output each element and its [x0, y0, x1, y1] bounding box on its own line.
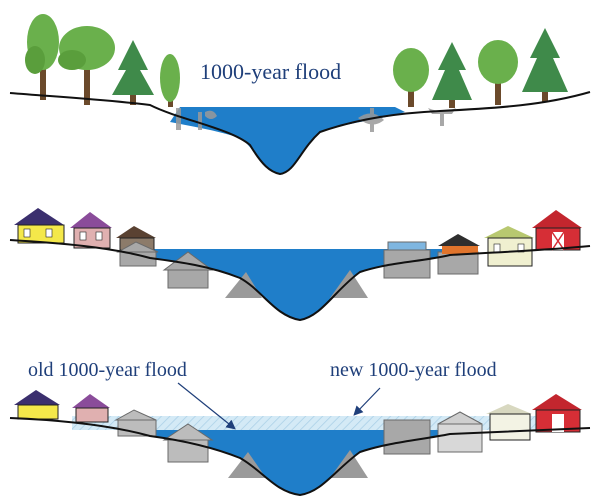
pine-tree-icon [432, 42, 472, 108]
pine-tree-icon [522, 28, 568, 102]
house-icon [72, 394, 110, 423]
flood-water [150, 430, 450, 495]
house-icon [438, 234, 480, 254]
tree-icon [58, 26, 115, 105]
ground-profile [9, 239, 591, 322]
tree-group-left [25, 14, 180, 107]
tree-icon [393, 48, 429, 107]
new-flood-label: new 1000-year flood [330, 359, 497, 381]
submerged-mound [330, 450, 368, 478]
tree-group-right [393, 28, 568, 108]
flood-water [150, 249, 450, 320]
submerged-house-icon [114, 409, 214, 463]
pine-tree-icon [112, 40, 154, 105]
tree-icon [25, 14, 59, 100]
ground-profile [9, 417, 591, 496]
submerged-house-icon [116, 241, 214, 289]
old-flood-label: old 1000-year flood [28, 359, 187, 381]
tree-icon [478, 40, 518, 105]
arrow-icon [177, 382, 236, 430]
ground-profile [9, 91, 591, 176]
flood-label: 1000-year flood [200, 59, 341, 84]
panel-top: 1000-year flood [9, 14, 591, 176]
arrow-icon [353, 387, 381, 416]
house-icon [14, 390, 60, 420]
submerged-house-icon [383, 411, 483, 455]
barn-icon [532, 210, 582, 251]
house-icon [486, 404, 532, 441]
house-icon [14, 208, 65, 244]
panel-middle [9, 208, 591, 322]
barn-icon [532, 394, 582, 433]
house-icon [70, 212, 112, 249]
panel-bottom: old 1000-year flood new 1000-year flood [9, 359, 591, 496]
house-icon [484, 226, 534, 267]
submerged-mound [228, 452, 266, 478]
submerged-mound [225, 272, 262, 298]
tree-icon [160, 54, 180, 107]
